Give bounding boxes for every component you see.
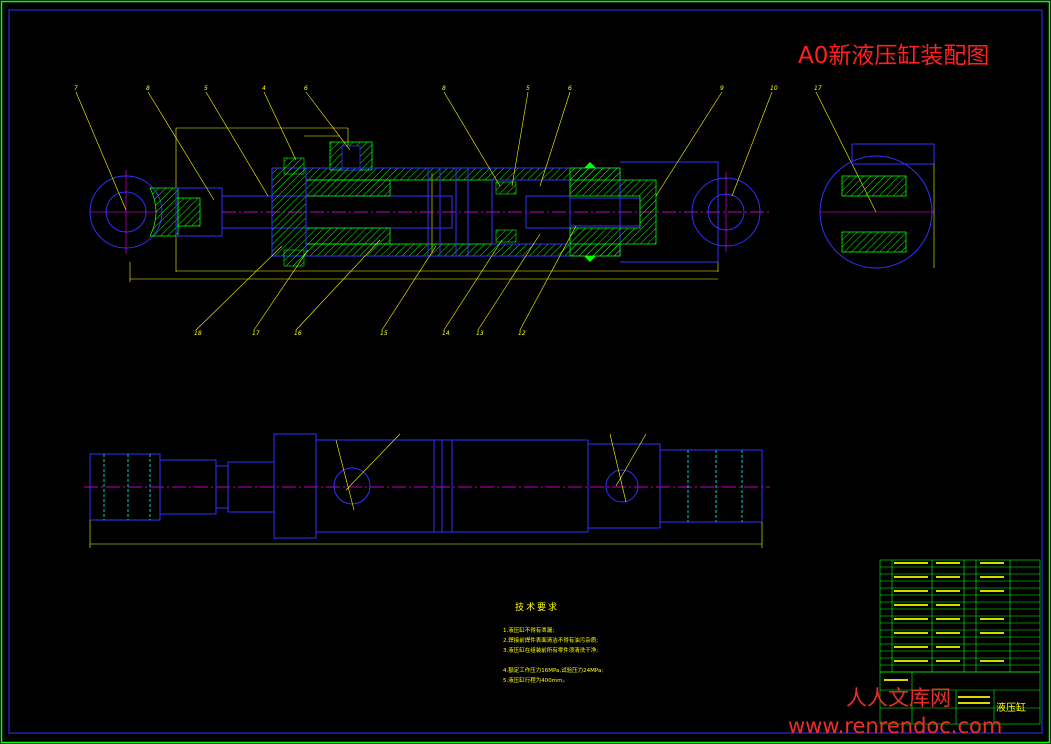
part-number-label: 6 <box>304 85 308 92</box>
inner-border <box>8 9 1043 734</box>
part-number-label: 8 <box>146 85 150 92</box>
part-numbers-bottom: 18 17 16 15 14 13 12 <box>194 330 526 337</box>
tech-requirements-heading: 技术要求 <box>515 603 560 613</box>
parts-list-hatch <box>894 562 1004 662</box>
title-block <box>879 671 1041 725</box>
part-number-label: 18 <box>194 330 202 337</box>
tech-line <box>503 656 603 666</box>
part-number-label: 16 <box>294 330 302 337</box>
side-section <box>819 143 935 269</box>
part-number-label: 10 <box>770 85 778 92</box>
watermark-text: 人人文库网 <box>846 686 951 710</box>
part-number-label: 14 <box>442 330 450 337</box>
tech-line: 1.液压缸不得有泄漏; <box>503 628 555 634</box>
tech-line: 4.额定工作压力16MPa,试验压力24MPa; <box>503 668 604 674</box>
part-number-label: 13 <box>476 330 484 337</box>
drawing-title: A0新液压缸装配图 <box>798 43 990 69</box>
part-number-label: 5 <box>526 85 530 92</box>
part-number-label: 17 <box>814 85 822 92</box>
tech-requirements: 1.液压缸不得有泄漏; 2.焊接前焊件表面清洁不得有油污杂质; 3.液压缸在组装… <box>503 626 603 686</box>
parts-list <box>879 559 1041 673</box>
part-number-label: 5 <box>204 85 208 92</box>
part-numbers-top: 7 8 5 4 6 8 5 6 9 10 17 <box>74 85 822 92</box>
tech-line: 2.焊接前焊件表面清洁不得有油污杂质; <box>503 638 599 644</box>
tech-line: 3.液压缸在组装前所有零件须清洗干净; <box>503 648 599 654</box>
external-view <box>84 433 770 548</box>
sectional-view <box>89 127 770 282</box>
leader-lines <box>75 91 877 331</box>
watermark-url: www.renrendoc.com <box>788 714 1003 738</box>
part-number-label: 9 <box>720 85 724 92</box>
part-number-label: 12 <box>518 330 526 337</box>
tech-line: 5.液压缸行程为400mm。 <box>503 678 568 684</box>
part-number-label: 7 <box>74 85 78 92</box>
part-number-label: 15 <box>380 330 388 337</box>
part-number-label: 6 <box>568 85 572 92</box>
part-number-label: 17 <box>252 330 260 337</box>
part-number-label: 4 <box>262 85 266 92</box>
title-block-name: 液压缸 <box>996 703 1026 714</box>
part-number-label: 8 <box>442 85 446 92</box>
